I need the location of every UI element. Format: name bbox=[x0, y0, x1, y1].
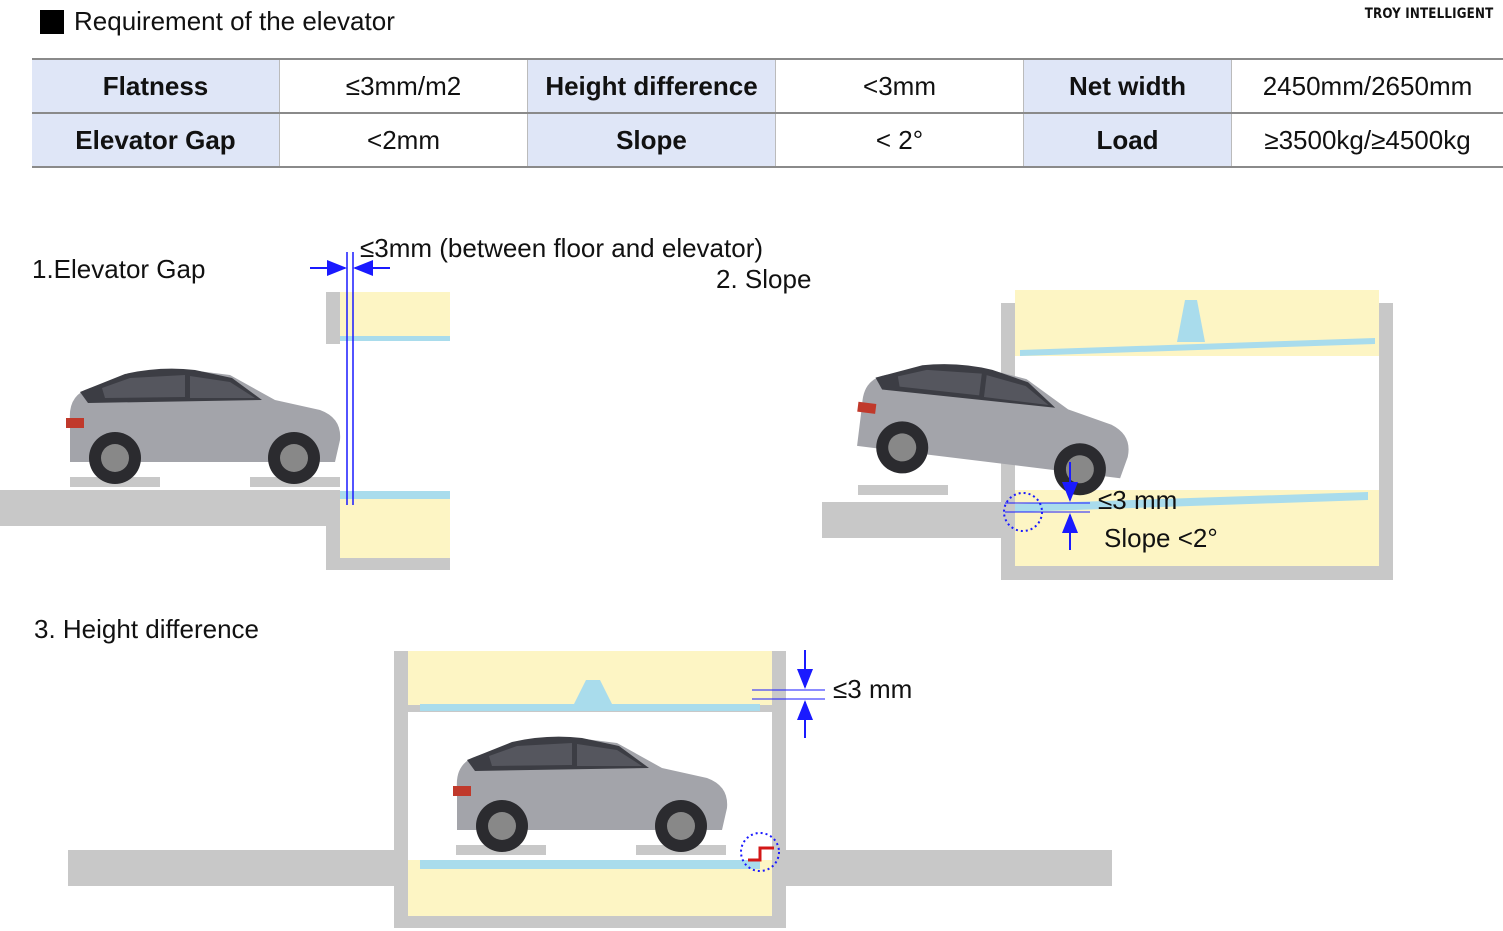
sloped-platform bbox=[1015, 492, 1368, 512]
section-header: Requirement of the elevator bbox=[40, 6, 395, 37]
height-dimension-label: ≤3 mm bbox=[833, 674, 913, 704]
car-icon bbox=[66, 368, 341, 484]
step-icon bbox=[748, 846, 774, 862]
elevator-platform bbox=[420, 860, 760, 869]
table-value-cell: ≤3mm/m2 bbox=[279, 58, 528, 114]
slope-angle-label: Slope <2° bbox=[1104, 523, 1218, 553]
table-key-cell: Height difference bbox=[527, 58, 776, 114]
floor-slab bbox=[68, 850, 394, 886]
section-title: Requirement of the elevator bbox=[74, 6, 395, 36]
table-key-cell: Slope bbox=[527, 112, 776, 168]
height-diagram-title: 3. Height difference bbox=[34, 614, 259, 644]
gap-diagram-title: 1.Elevator Gap bbox=[32, 254, 206, 284]
height-difference-diagram bbox=[68, 650, 1112, 928]
detail-circle bbox=[740, 832, 780, 872]
floor-slab bbox=[0, 490, 330, 526]
table-value-cell: < 2° bbox=[775, 112, 1024, 168]
brand-logo-text: TROY INTELLIGENT bbox=[1364, 6, 1493, 22]
gap-dimension-label: ≤3mm (between floor and elevator) bbox=[360, 233, 764, 263]
black-square-icon bbox=[40, 9, 64, 34]
table-key-cell: Flatness bbox=[32, 58, 280, 114]
slope-diagram bbox=[822, 290, 1393, 580]
table-value-cell: 2450mm/2650mm bbox=[1231, 58, 1503, 114]
table-value-cell: ≥3500kg/≥4500kg bbox=[1231, 112, 1503, 168]
table-row: Flatness ≤3mm/m2 Height difference <3mm … bbox=[32, 58, 1503, 114]
table-row: Elevator Gap <2mm Slope < 2° Load ≥3500k… bbox=[32, 112, 1503, 168]
elevator-platform bbox=[340, 491, 450, 499]
table-key-cell: Elevator Gap bbox=[32, 112, 280, 168]
table-value-cell: <2mm bbox=[279, 112, 528, 168]
table-value-cell: <3mm bbox=[775, 58, 1024, 114]
slope-dimension-label: ≤3 mm bbox=[1098, 485, 1178, 515]
floor-slab bbox=[822, 502, 1014, 538]
shaft-bottom bbox=[340, 495, 450, 558]
table-key-cell: Net width bbox=[1023, 58, 1232, 114]
requirements-table: Flatness ≤3mm/m2 Height difference <3mm … bbox=[32, 58, 1503, 168]
shaft-top bbox=[340, 292, 450, 340]
table-key-cell: Load bbox=[1023, 112, 1232, 168]
slope-diagram-title: 2. Slope bbox=[716, 264, 812, 294]
elevator-gap-diagram bbox=[0, 252, 450, 570]
